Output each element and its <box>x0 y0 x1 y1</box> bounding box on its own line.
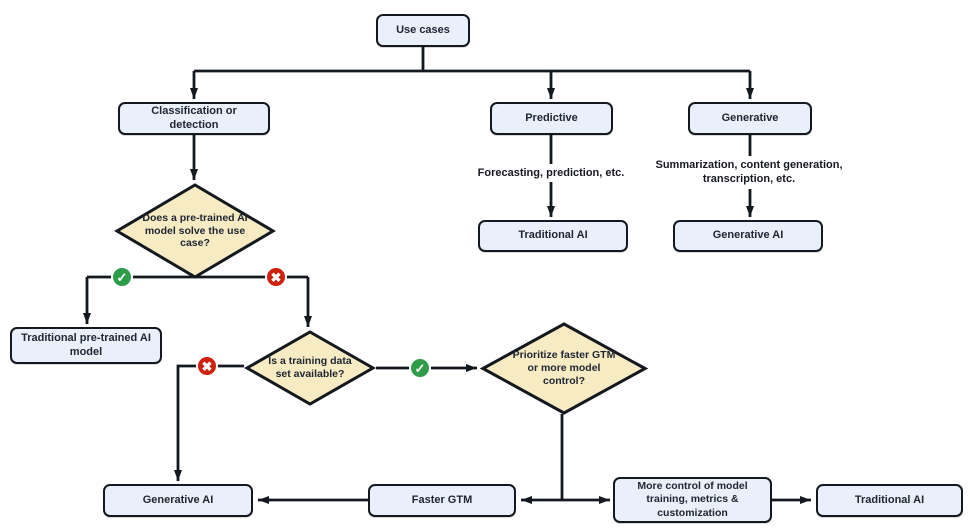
node-faster-gtm-label: Faster GTM <box>411 493 473 506</box>
yes-check-icon: ✓ <box>409 357 431 379</box>
node-generative-ai-bottom: Generative AI <box>103 484 253 517</box>
decision-prioritize-label: Prioritize faster GTM or more model cont… <box>512 349 616 387</box>
node-generative-ai-bottom-label: Generative AI <box>142 493 214 506</box>
node-traditional-ai-predictive-label: Traditional AI <box>518 229 588 242</box>
node-generative-ai-generative-label: Generative AI <box>712 229 784 242</box>
node-predictive-label: Predictive <box>525 111 578 124</box>
decision-prioritize: Prioritize faster GTM or more model cont… <box>480 322 648 415</box>
node-classification-label: Classification or detection <box>151 104 237 131</box>
cross-glyph: ✖ <box>270 269 282 285</box>
cross-glyph: ✖ <box>201 358 213 374</box>
yes-check-icon: ✓ <box>111 266 133 288</box>
annotation-generative-examples: Summarization, content generation, trans… <box>640 156 858 189</box>
decision-training-data: Is a training data set available? <box>244 330 376 406</box>
diamond-shape <box>244 330 376 406</box>
no-cross-icon: ✖ <box>196 355 218 377</box>
node-more-control-label: More control of model training, metrics … <box>637 480 748 519</box>
node-classification-or-detection: Classification or detection <box>118 102 270 135</box>
decision-pretrained-solve-label: Does a pre-trained AI model solve the us… <box>142 211 248 250</box>
diamond-shape <box>114 183 276 279</box>
no-cross-icon: ✖ <box>265 266 287 288</box>
node-traditional-pretrained-model: Traditional pre-trained AI model <box>10 327 162 364</box>
check-glyph: ✓ <box>414 360 426 376</box>
node-generative-label: Generative <box>721 111 779 124</box>
node-traditional-pretrained-label: Traditional pre-trained AI model <box>21 331 151 358</box>
node-more-control: More control of model training, metrics … <box>613 477 772 523</box>
node-use-cases: Use cases <box>376 14 470 47</box>
diamond-shape <box>480 322 648 415</box>
node-traditional-ai-predictive: Traditional AI <box>478 220 628 252</box>
node-faster-gtm: Faster GTM <box>368 484 516 517</box>
annotation-predictive-examples: Forecasting, prediction, etc. <box>450 164 652 183</box>
decision-pretrained-solve: Does a pre-trained AI model solve the us… <box>114 183 276 279</box>
node-generative-ai-generative: Generative AI <box>673 220 823 252</box>
node-predictive: Predictive <box>490 102 613 135</box>
check-glyph: ✓ <box>116 269 128 285</box>
node-traditional-ai-bottom-label: Traditional AI <box>854 493 925 506</box>
node-traditional-ai-bottom: Traditional AI <box>816 484 963 517</box>
decision-training-data-label: Is a training data set available? <box>268 355 352 380</box>
node-generative: Generative <box>688 102 812 135</box>
node-use-cases-label: Use cases <box>396 23 450 36</box>
